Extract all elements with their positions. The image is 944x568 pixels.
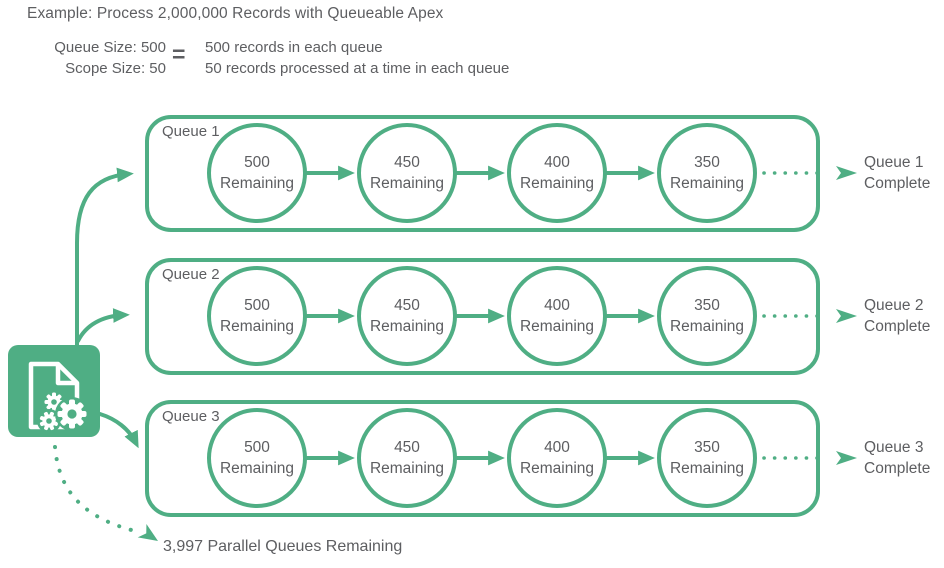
queue-2-box: Queue 2 500 Remaining 450 Remaining 400 … (145, 258, 820, 375)
step-unit: Remaining (519, 460, 595, 477)
scope-size-label: Scope Size: 50 (65, 60, 166, 77)
complete-line-1: Queue 3 (864, 439, 924, 456)
complete-line-2: Complete (864, 318, 931, 335)
step-unit: Remaining (669, 460, 745, 477)
step-value: 500 (244, 154, 270, 171)
queue-1-box: Queue 1 500 Remaining 450 Remaining 400 … (145, 115, 820, 232)
step-value: 500 (244, 439, 270, 456)
queue-1-complete-label: Queue 1 Complete (864, 152, 930, 194)
document-gears-icon (8, 345, 100, 437)
queue-1-step-4: 350 Remaining (657, 123, 757, 223)
step-value: 400 (544, 297, 570, 314)
step-value: 450 (394, 297, 420, 314)
arrow-source-to-queue-3 (98, 412, 139, 449)
parallel-queues-remaining-label: 3,997 Parallel Queues Remaining (163, 538, 403, 555)
step-unit: Remaining (669, 175, 745, 192)
step-value: 350 (694, 297, 720, 314)
queue-3-step-4: 350 Remaining (657, 408, 757, 508)
step-unit: Remaining (369, 318, 445, 335)
queue-2-step-4: 350 Remaining (657, 266, 757, 366)
step-value: 500 (244, 297, 270, 314)
arrowhead-queue-3-complete (836, 451, 857, 465)
arrowhead-queue-1-complete (836, 166, 857, 180)
step-value: 350 (694, 439, 720, 456)
arrowhead-queue-2-complete (836, 309, 857, 323)
step-unit: Remaining (369, 175, 445, 192)
complete-line-1: Queue 2 (864, 297, 924, 314)
queue-3-step-3: 400 Remaining (507, 408, 607, 508)
queue-3-complete-label: Queue 3 Complete (864, 437, 930, 479)
scope-size-explanation: 50 records processed at a time in each q… (205, 60, 510, 77)
queue-2-label: Queue 2 (162, 266, 220, 283)
step-unit: Remaining (219, 460, 295, 477)
arrow-source-to-queue-2 (76, 308, 130, 343)
queue-3-box: Queue 3 500 Remaining 450 Remaining 400 … (145, 400, 820, 517)
queue-1-label: Queue 1 (162, 123, 220, 140)
queue-size-label: Queue Size: 500 (54, 39, 166, 56)
queue-3-step-1: 500 Remaining (207, 408, 307, 508)
complete-line-2: Complete (864, 175, 931, 192)
step-unit: Remaining (669, 318, 745, 335)
step-unit: Remaining (369, 460, 445, 477)
queue-2-complete-label: Queue 2 Complete (864, 295, 930, 337)
arrowhead-parallel-queues (137, 523, 158, 541)
step-value: 400 (544, 154, 570, 171)
step-unit: Remaining (519, 318, 595, 335)
legend-sizes: Queue Size: 500 Scope Size: 50 (40, 37, 166, 79)
queue-1-step-3: 400 Remaining (507, 123, 607, 223)
step-unit: Remaining (519, 175, 595, 192)
step-value: 400 (544, 439, 570, 456)
arrow-source-to-queue-1 (75, 167, 134, 347)
step-unit: Remaining (219, 175, 295, 192)
dotted-line-parallel-queues (53, 445, 137, 533)
queue-2-step-3: 400 Remaining (507, 266, 607, 366)
queue-1-step-2: 450 Remaining (357, 123, 457, 223)
complete-line-1: Queue 1 (864, 154, 924, 171)
step-value: 450 (394, 439, 420, 456)
step-unit: Remaining (219, 318, 295, 335)
legend-explanation: 500 records in each queue 50 records pro… (205, 37, 509, 79)
page-title: Example: Process 2,000,000 Records with … (27, 5, 444, 22)
queue-3-step-2: 450 Remaining (357, 408, 457, 508)
queue-2-step-2: 450 Remaining (357, 266, 457, 366)
queue-2-step-1: 500 Remaining (207, 266, 307, 366)
complete-line-2: Complete (864, 460, 931, 477)
step-value: 350 (694, 154, 720, 171)
equals-sign: = (172, 41, 186, 67)
document-gears-glyph (28, 361, 89, 433)
queue-size-explanation: 500 records in each queue (205, 39, 383, 56)
queue-3-label: Queue 3 (162, 408, 220, 425)
step-value: 450 (394, 154, 420, 171)
queue-1-step-1: 500 Remaining (207, 123, 307, 223)
